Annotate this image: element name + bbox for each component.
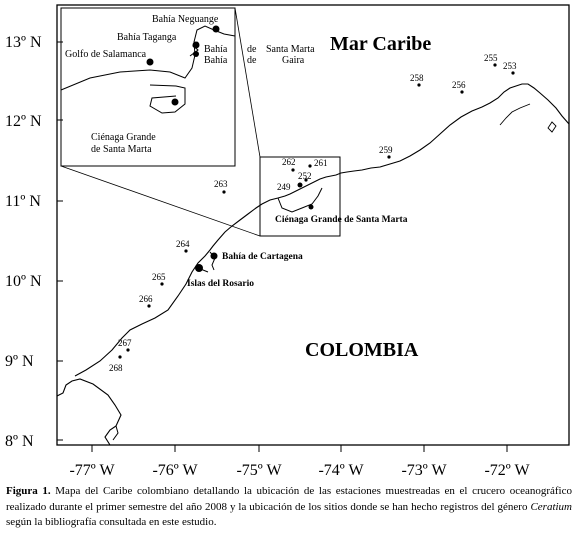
lon-label-74: -74º W	[318, 462, 364, 479]
zoom-connector-bottom	[60, 165, 261, 237]
lat-label-9: 9º N	[5, 353, 34, 370]
caption-genus: Ceratium	[530, 500, 572, 513]
inset-label-neguange: Bahía Neguange	[152, 14, 219, 25]
cienaga-lagoon	[277, 187, 323, 213]
station-label-261: 261	[314, 158, 328, 168]
inset-dot-cienaga	[171, 98, 179, 106]
station-label-262: 262	[282, 157, 296, 167]
inset-label-bahia-2: Bahía	[204, 55, 228, 66]
latitude-axis	[57, 41, 63, 441]
place-label-cienaga: Ciénaga Grande de Santa Marta	[275, 215, 408, 225]
sea-label: Mar Caribe	[330, 33, 431, 55]
inset-label-salamanca: Golfo de Salamanca	[65, 49, 147, 60]
station-dot-253	[511, 71, 515, 75]
station-label-258: 258	[410, 73, 424, 83]
figure-caption: Figura 1. Mapa del Caribe colombiano det…	[6, 484, 572, 531]
inset-dot-taganga	[192, 41, 200, 49]
station-dot-258	[417, 83, 421, 87]
station-label-252: 252	[298, 171, 312, 181]
station-dot-255	[493, 63, 497, 67]
station-dot-266	[147, 304, 151, 308]
lon-label-72: -72º W	[484, 462, 530, 479]
map-figure: Bahía Neguange Bahía Taganga Golfo de Sa…	[5, 4, 570, 479]
station-dot-263	[222, 190, 226, 194]
inset-dot-santa-marta	[193, 51, 199, 57]
zoom-box	[259, 156, 341, 237]
caption-text-end: según la bibliografía consultada en este…	[6, 516, 217, 528]
longitude-axis	[91, 445, 508, 452]
station-label-255: 255	[484, 53, 498, 63]
marker-cienaga	[308, 204, 314, 210]
map-frame	[56, 4, 570, 446]
station-label-263: 263	[214, 179, 228, 189]
station-label-266: 266	[139, 294, 153, 304]
station-labels: 262 261 252 249 263 264 265 266 267 268 …	[109, 53, 517, 373]
station-dot-252	[304, 178, 308, 182]
lon-label-75: -75º W	[236, 462, 282, 479]
inset-label-cienaga-1: Ciénaga Grande	[91, 132, 156, 143]
lat-label-10: 10º N	[5, 273, 42, 290]
marker-cartagena	[210, 252, 218, 260]
latitude-labels: 13º N 12º N 11º N 10º N 9º N 8º N	[5, 34, 42, 450]
lon-label-76: -76º W	[152, 462, 198, 479]
inset-label-cienaga-2: de Santa Marta	[91, 144, 152, 155]
longitude-labels: -77º W -76º W -75º W -74º W -73º W -72º …	[69, 462, 530, 479]
station-label-265: 265	[152, 272, 166, 282]
station-label-264: 264	[176, 239, 190, 249]
lon-label-73: -73º W	[401, 462, 447, 479]
station-label-267: 267	[118, 338, 132, 348]
inset-dot-neguange	[212, 25, 220, 33]
inset-lagoon	[149, 84, 186, 114]
station-dot-265	[160, 282, 164, 286]
lat-label-13: 13º N	[5, 34, 42, 51]
station-dot-249	[297, 182, 303, 188]
station-label-249: 249	[277, 182, 291, 192]
inset-label-de-gaira: de	[247, 55, 257, 66]
place-label-cartagena: Bahía de Cartagena	[222, 252, 303, 262]
station-dot-259	[387, 155, 391, 159]
zoom-connector-top	[234, 7, 261, 158]
lat-label-12: 12º N	[5, 113, 42, 130]
station-dot-261	[308, 164, 312, 168]
inset-label-taganga: Bahía Taganga	[117, 32, 177, 43]
country-label: COLOMBIA	[305, 339, 419, 361]
inset-label-de: de	[247, 44, 257, 55]
guajira-detail	[499, 103, 557, 133]
coastline	[56, 83, 570, 446]
station-label-256: 256	[452, 80, 466, 90]
place-label-rosario: Islas del Rosario	[187, 279, 254, 289]
inset-coastline	[60, 25, 236, 91]
station-label-268: 268	[109, 363, 123, 373]
station-dot-268	[118, 355, 122, 359]
lat-label-8: 8º N	[5, 433, 34, 450]
caption-text: Mapa del Caribe colombiano detallando la…	[6, 485, 572, 513]
inset-dot-salamanca	[146, 58, 154, 66]
station-dot-262	[291, 168, 295, 172]
station-label-253: 253	[503, 61, 517, 71]
station-dot-264	[184, 249, 188, 253]
inset-frame	[60, 7, 236, 167]
station-dot-267	[126, 348, 130, 352]
station-dots	[118, 63, 515, 359]
inset-label-bahia-1: Bahía	[204, 44, 228, 55]
lon-label-77: -77º W	[69, 462, 115, 479]
inset-label-santa-marta: Santa Marta	[266, 44, 315, 55]
station-label-259: 259	[379, 145, 393, 155]
inset-label-gaira: Gaira	[282, 55, 305, 66]
station-dot-256	[460, 90, 464, 94]
uraba-coast	[112, 425, 119, 441]
marker-rosario	[195, 264, 203, 272]
caption-label: Figura 1.	[6, 485, 51, 497]
lat-label-11: 11º N	[5, 193, 41, 210]
